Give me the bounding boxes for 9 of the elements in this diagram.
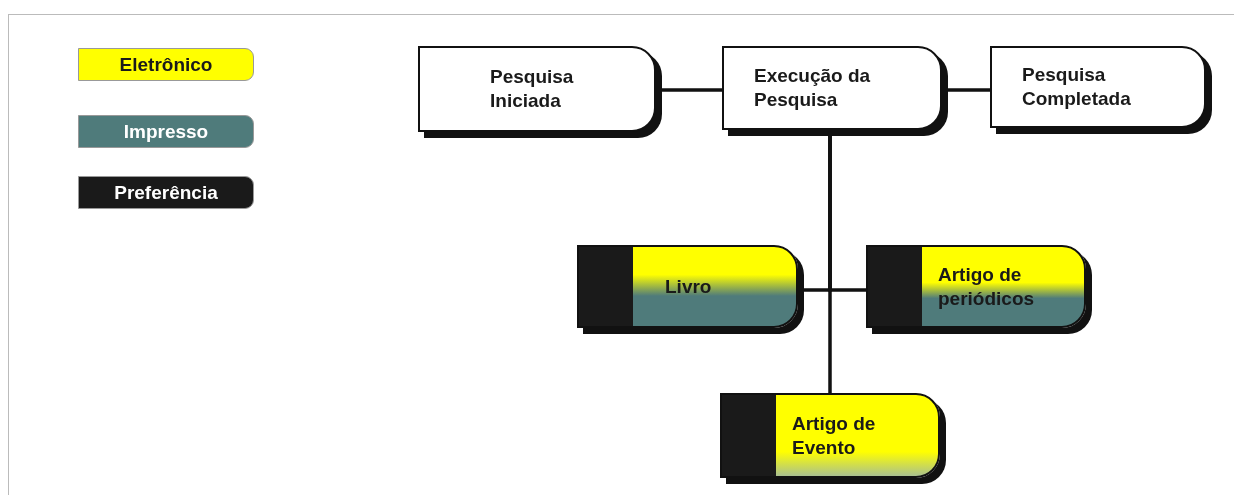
- node-label: Pesquisa Iniciada: [490, 65, 575, 113]
- legend-swatch: Preferência: [78, 176, 254, 209]
- legend-swatch: Eletrônico: [78, 48, 254, 81]
- node-label: Execução da Pesquisa: [754, 64, 872, 112]
- node-label: Pesquisa Completada: [1022, 63, 1132, 111]
- node-label: Artigo de periódicos: [938, 262, 1036, 311]
- legend-swatch: Impresso: [78, 115, 254, 148]
- node-label: Artigo de Evento: [792, 411, 877, 460]
- node-label: Livro: [665, 274, 712, 299]
